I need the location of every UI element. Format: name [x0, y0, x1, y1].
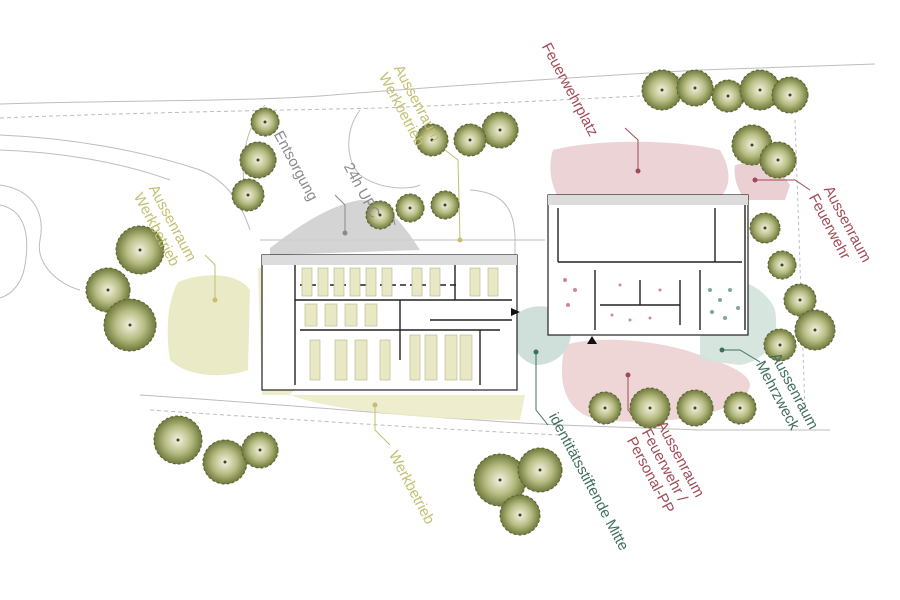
leader-dots: [212, 168, 758, 408]
building-werkbetrieb: [261, 254, 518, 391]
tree-trunk: [246, 193, 250, 197]
tree-trunk: [776, 158, 780, 162]
zone-werkbetrieb-left: [167, 275, 250, 376]
building-feuerwehr: [547, 194, 749, 336]
tree-trunk: [106, 288, 110, 292]
tree-trunk: [430, 138, 434, 142]
tree-trunk: [693, 406, 697, 410]
entrance-arrow-west: [511, 308, 520, 316]
tree-trunk: [258, 448, 262, 452]
tree-trunk: [648, 406, 652, 410]
tree-trunk: [538, 468, 542, 472]
tree-trunk: [660, 88, 664, 92]
tree-trunk: [726, 94, 730, 98]
tree-trunk: [518, 513, 522, 517]
tree-trunk: [798, 298, 802, 302]
road-lines: [0, 63, 876, 436]
trees: [85, 69, 836, 536]
tree-trunk: [603, 406, 607, 410]
tree-trunk: [176, 438, 180, 442]
tree-trunk: [223, 460, 227, 464]
tree-trunk: [758, 88, 762, 92]
tree-trunk: [763, 226, 767, 230]
tree-trunk: [468, 138, 472, 142]
tree-trunk: [498, 478, 502, 482]
tree-trunk: [378, 213, 382, 217]
tree-trunk: [693, 86, 697, 90]
tree-trunk: [408, 206, 412, 210]
tree-trunk: [780, 263, 784, 267]
tree-trunk: [128, 323, 132, 327]
entrance-markers: [511, 308, 597, 344]
tree-trunk: [788, 93, 792, 97]
tree-trunk: [138, 248, 142, 252]
entrance-arrow-east: [587, 336, 597, 344]
tree-trunk: [750, 143, 754, 147]
tree-trunk: [813, 328, 817, 332]
tree-trunk: [256, 158, 260, 162]
tree-trunk: [498, 128, 502, 132]
tree-trunk: [443, 203, 447, 207]
tree-trunk: [263, 120, 267, 124]
tree-trunk: [738, 406, 742, 410]
tree-trunk: [778, 343, 782, 347]
